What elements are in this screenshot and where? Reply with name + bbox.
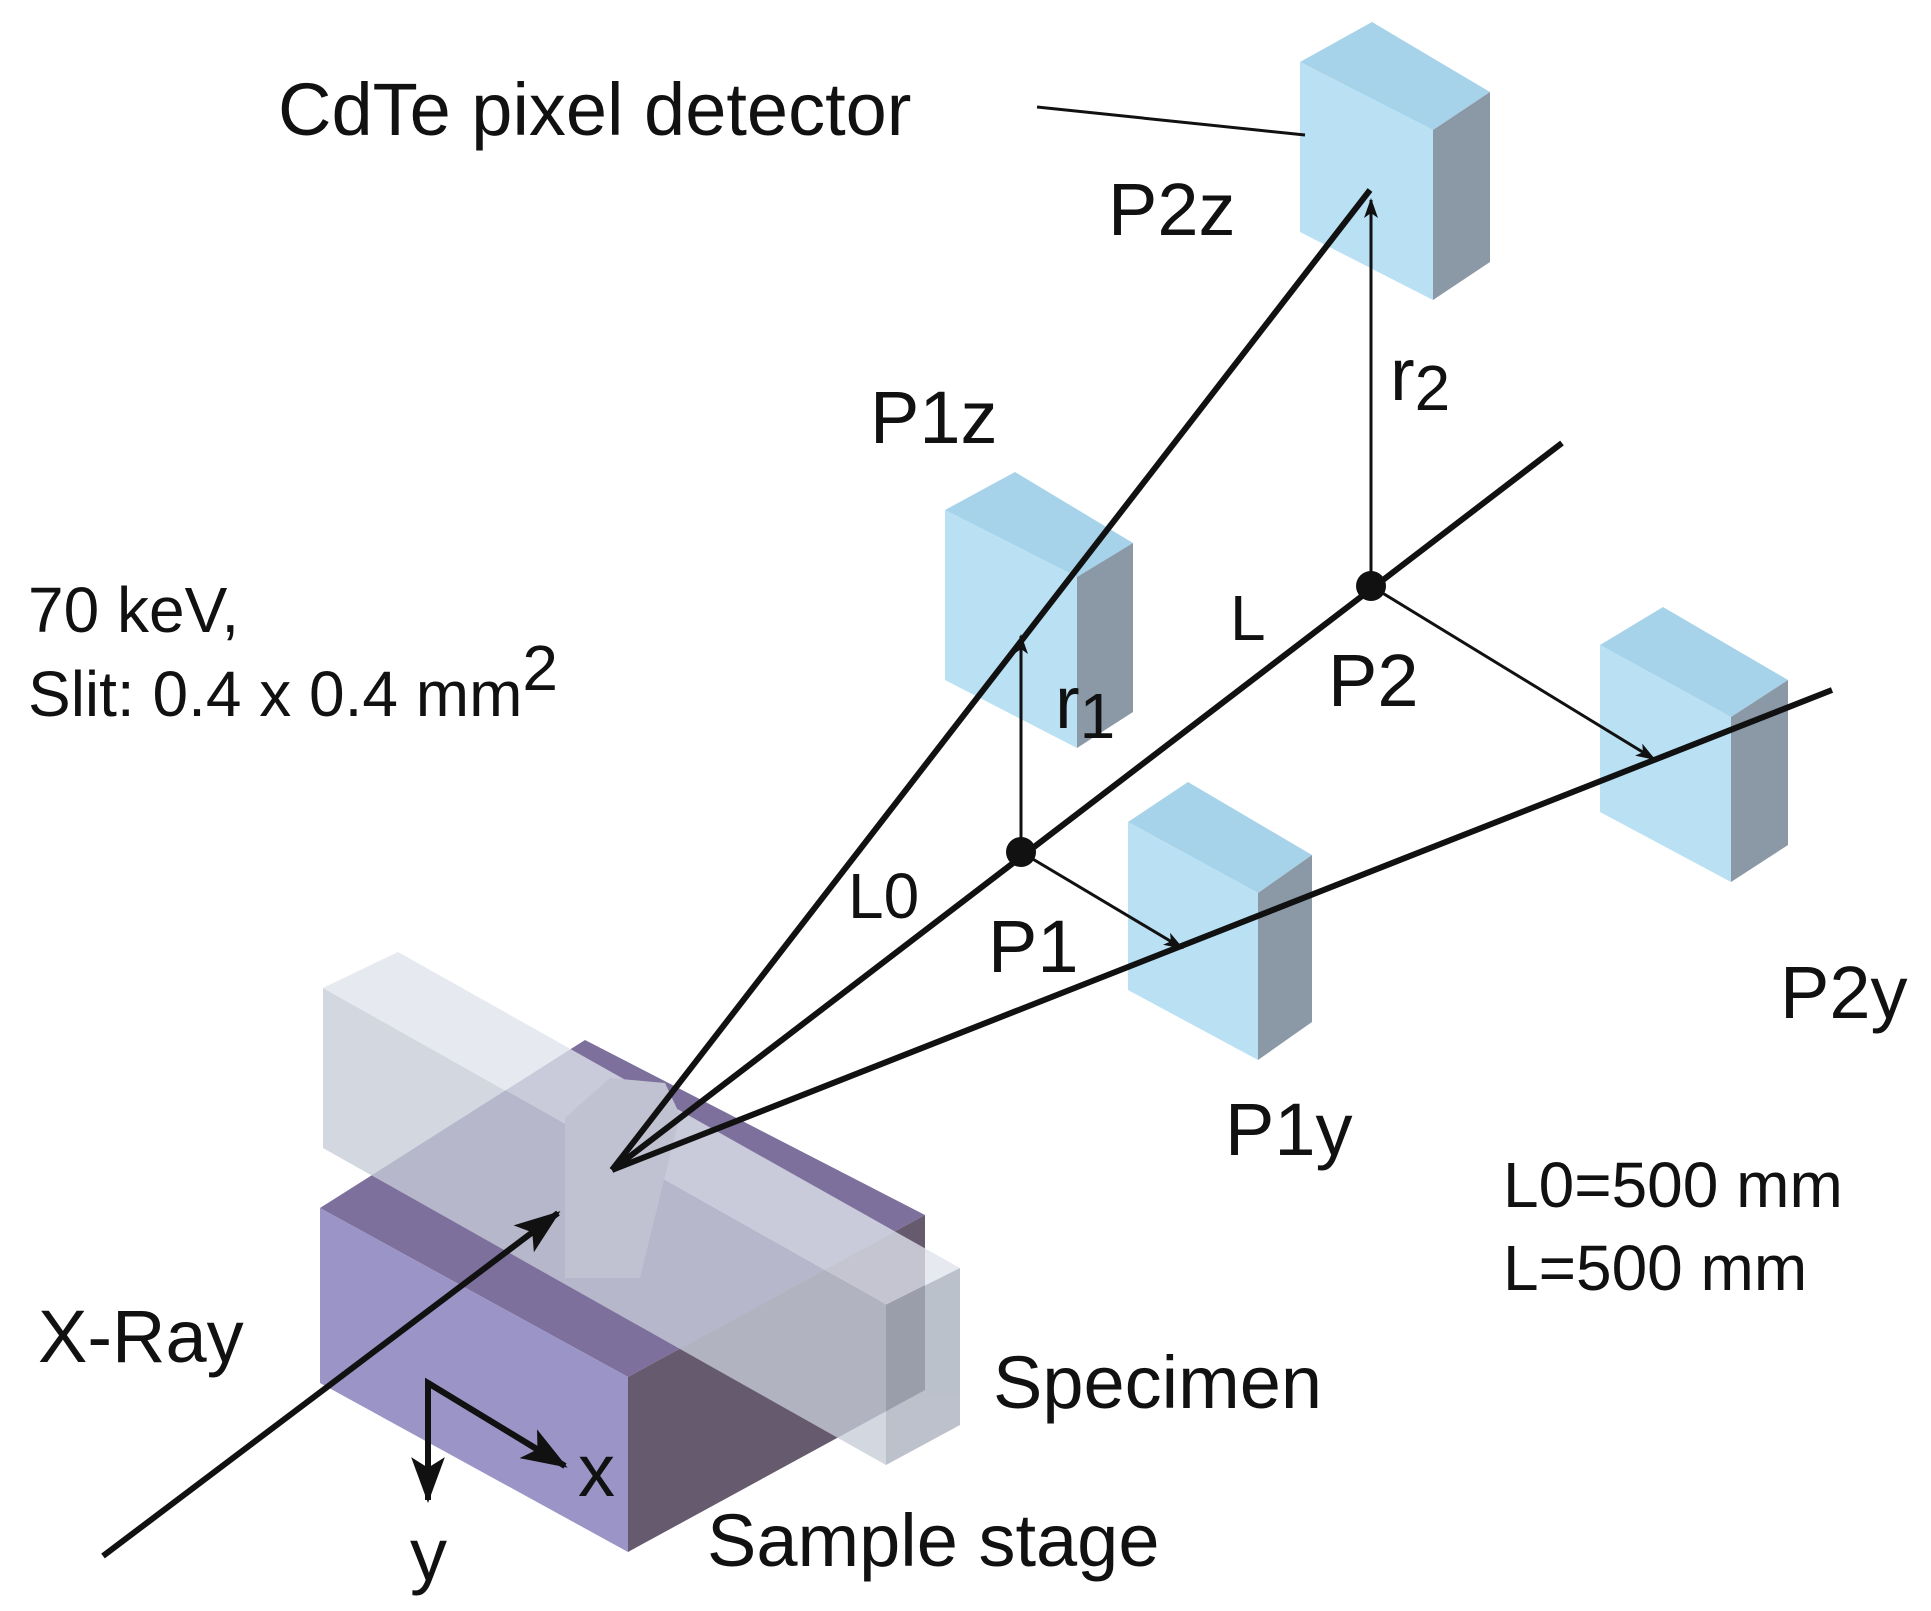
detector-leader-line xyxy=(1036,105,1306,137)
p1z-label: P1z xyxy=(870,376,998,459)
detector-top-face xyxy=(1600,607,1788,717)
p2y-label: P2y xyxy=(1780,951,1908,1034)
r2-sub: 2 xyxy=(1415,352,1451,424)
detector-side-face xyxy=(1258,855,1312,1060)
p1y-arrow xyxy=(1020,850,1184,950)
transmitted-beam-axis xyxy=(610,440,1564,1173)
detector-top-face xyxy=(1300,22,1490,130)
l-label: L xyxy=(1230,582,1266,654)
detector-side-face xyxy=(1731,680,1788,882)
r2-label: r2 xyxy=(1390,333,1450,424)
slit-superscript: 2 xyxy=(522,632,558,704)
specimen-end xyxy=(886,1268,960,1465)
diffracted-beam-y xyxy=(610,687,1834,1173)
incident-xray-beam xyxy=(101,1210,561,1559)
detector-front-face xyxy=(1600,645,1731,882)
p1-label: P1 xyxy=(988,905,1079,988)
detector-top-face xyxy=(1128,782,1312,893)
p2y-arrow xyxy=(1370,584,1656,761)
r2-base: r xyxy=(1390,333,1415,416)
detector-side-face xyxy=(1433,92,1490,300)
p1y-label: P1y xyxy=(1225,1088,1353,1171)
slit-label: Slit: 0.4 x 0.4 mm2 xyxy=(28,632,558,730)
detector-p2y xyxy=(1600,607,1788,882)
axis-x-label: x xyxy=(578,1429,615,1512)
radius-arrows xyxy=(1014,105,1656,950)
specimen-label: Specimen xyxy=(993,1341,1322,1424)
l0-label: L0 xyxy=(848,860,919,932)
point-p1 xyxy=(1006,837,1036,867)
specimen-notch xyxy=(565,1078,680,1278)
detector-p2z xyxy=(1300,22,1490,300)
detector-p1y xyxy=(1128,782,1312,1060)
detector-front-face xyxy=(945,510,1077,748)
point-p2 xyxy=(1356,571,1386,601)
x-axis-arrow xyxy=(426,1380,568,1469)
coordinate-axes xyxy=(411,1377,568,1504)
p2z-label: P2z xyxy=(1108,168,1236,251)
detector-label: CdTe pixel detector xyxy=(278,68,911,151)
detector-top-face xyxy=(945,472,1133,577)
detector-p1z xyxy=(945,472,1133,748)
beam-lines xyxy=(101,188,1834,1559)
energy-label: 70 keV, xyxy=(28,574,239,646)
slit-text: Slit: 0.4 x 0.4 mm xyxy=(28,658,522,730)
distance-l-label: L=500 mm xyxy=(1503,1232,1807,1304)
sample-stage-label: Sample stage xyxy=(707,1499,1160,1582)
p2-label: P2 xyxy=(1328,639,1419,722)
distance-l0-label: L0=500 mm xyxy=(1503,1149,1843,1221)
diffracted-beam-z xyxy=(609,188,1373,1172)
detector-side-face xyxy=(1077,543,1133,748)
r1-label: r1 xyxy=(1055,661,1115,752)
r1-base: r xyxy=(1055,661,1080,744)
xray-label: X-Ray xyxy=(38,1295,244,1378)
axis-y-label: y xyxy=(410,1513,447,1596)
r1-sub: 1 xyxy=(1080,680,1116,752)
